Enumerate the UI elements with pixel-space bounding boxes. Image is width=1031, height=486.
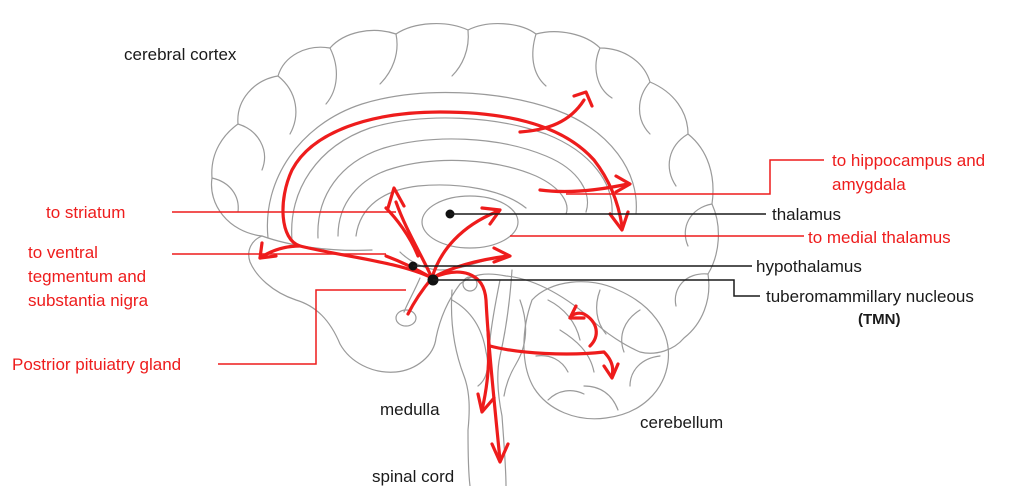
pathway-to-medulla xyxy=(482,330,489,410)
cerebellum-outline xyxy=(524,282,669,419)
label-medial-thalamus: to medial thalamus xyxy=(808,228,951,247)
label-cerebral-cortex: cerebral cortex xyxy=(124,45,237,64)
label-hypothalamus: hypothalamus xyxy=(756,257,862,276)
cerebellum-arbor xyxy=(560,330,594,372)
cerebellum-folia xyxy=(597,290,606,334)
cortex-sulcus xyxy=(596,48,612,98)
label-hippocampus: to hippocampus and xyxy=(832,151,985,170)
brainstem-front xyxy=(452,290,471,486)
corpus-callosum xyxy=(318,139,588,238)
label-amygdala: amygdala xyxy=(832,175,906,194)
cortex-sulcus xyxy=(675,274,708,306)
cortex-sulcus xyxy=(212,178,238,212)
cortex-sulcus xyxy=(380,34,397,84)
pathway-cortex-arch xyxy=(283,112,622,278)
pathway-to-thalamus xyxy=(432,212,496,278)
pituitary-gland xyxy=(396,310,416,326)
cortex-sulcus xyxy=(452,30,468,76)
cortex-sulcus xyxy=(669,134,688,186)
label-striatum: to striatum xyxy=(46,203,125,222)
label-cerebellum: cerebellum xyxy=(640,413,723,432)
label-tmn: tuberomammillary nucleous xyxy=(766,287,974,306)
cortex-sulcus xyxy=(640,82,651,134)
cerebellum-folia xyxy=(548,391,584,400)
label-ventral-3: substantia nigra xyxy=(28,291,149,310)
label-thalamus: thalamus xyxy=(772,205,841,224)
cerebellum-folia xyxy=(536,356,568,372)
cortex-sulcus xyxy=(685,204,712,246)
label-medulla: medulla xyxy=(380,400,440,419)
label-spinal-cord: spinal cord xyxy=(372,467,454,486)
cortex-sulcus xyxy=(278,76,296,134)
pons xyxy=(452,300,488,386)
pathway-arrow-medial-thalamus xyxy=(494,248,510,262)
cerebellum-folia xyxy=(584,386,618,410)
label-tmn-abbr: (TMN) xyxy=(858,311,900,328)
aqueduct xyxy=(490,280,500,340)
cortex-sulcus xyxy=(533,34,546,86)
label-ventral-2: tegmentum and xyxy=(28,267,146,286)
cerebellum-folia xyxy=(622,310,640,352)
cortex-sulcus xyxy=(238,124,265,170)
cerebral-cortex-outline xyxy=(211,24,718,373)
cerebellum-folia xyxy=(630,356,660,386)
histamine-pathways xyxy=(260,92,630,462)
pathway-to-parietal xyxy=(520,100,584,132)
cortex-sulcus xyxy=(326,48,336,104)
label-pituitary: Postrior pituiatry gland xyxy=(12,355,181,374)
thalamus-shape xyxy=(422,196,518,248)
leader-pituitary xyxy=(218,290,406,364)
label-ventral-1: to ventral xyxy=(28,243,98,262)
